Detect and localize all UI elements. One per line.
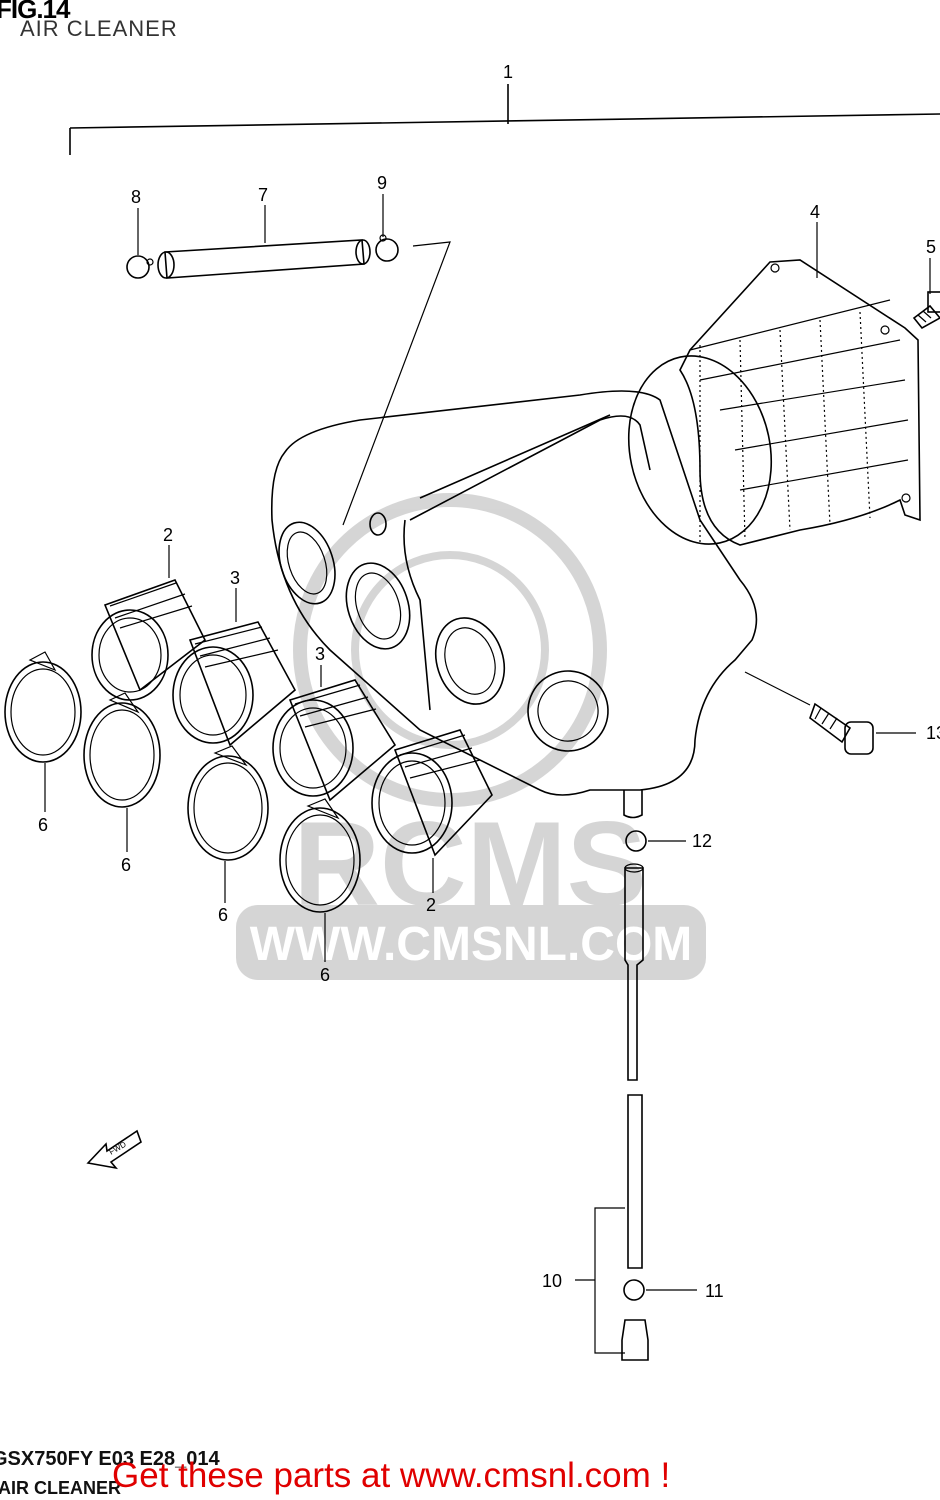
drain-clip-lower (623, 1279, 645, 1301)
intake-boot-3 (272, 679, 397, 802)
fwd-label: FWD (108, 1140, 128, 1157)
intake-boot-2 (172, 621, 297, 747)
callout-13: 13 (926, 723, 940, 743)
watermark-logo-text: RCMS (293, 797, 646, 931)
figure-subtitle: AIR CLEANER (20, 16, 178, 41)
drain-clip-upper (625, 830, 647, 852)
callout-3-lower: 3 (315, 644, 325, 664)
watermark-logo-inner (351, 551, 549, 749)
hose-clip-left (126, 255, 154, 279)
callout-6-second: 6 (121, 855, 131, 875)
drain-plug-cap (621, 1319, 649, 1361)
intake-boot-1 (91, 579, 207, 701)
box-inlet-port-1 (278, 521, 336, 605)
watermark-logo-ring (293, 493, 607, 807)
hose-clamp-2 (83, 692, 161, 808)
callout-8: 8 (131, 187, 141, 207)
watermark: RCMS WWW.CMSNL.COM (236, 493, 706, 980)
air-cleaner-box (270, 390, 758, 819)
intake-boot-4 (371, 729, 493, 857)
hose-clamp-4 (279, 798, 361, 913)
shop-parts-link[interactable]: Get these parts at www.cmsnl.com ! (112, 1456, 671, 1495)
watermark-url-box (236, 905, 706, 980)
callout-3-upper: 3 (230, 568, 240, 588)
air-filter-element (627, 259, 921, 546)
drain-plug-bolt (744, 671, 916, 755)
box-breather-nipple (369, 512, 387, 536)
box-inlet-port-3 (434, 617, 506, 705)
diagram-name: AIR CLEANER (0, 1478, 122, 1498)
callout-2-lower: 2 (426, 895, 436, 915)
callout-4: 4 (810, 202, 820, 222)
box-inlet-port-4 (527, 670, 609, 752)
callout-6-fourth: 6 (320, 965, 330, 985)
callout-7: 7 (258, 185, 268, 205)
callouts: 1 8 7 9 4 5 2 3 3 13 6 12 6 2 6 6 10 11 (38, 62, 940, 1301)
breather-hose (157, 239, 371, 279)
callout-6-third: 6 (218, 905, 228, 925)
box-drain-spigot (623, 790, 643, 819)
hose-routing-line (342, 241, 451, 526)
drain-tube-assembly (575, 830, 697, 1361)
assembly-bracket (69, 84, 940, 155)
box-inlet-port-2 (345, 562, 411, 650)
callout-1: 1 (503, 62, 513, 82)
hose-clamp-3 (187, 745, 269, 861)
callout-2-upper: 2 (163, 525, 173, 545)
callout-10: 10 (542, 1271, 562, 1291)
figure-title: FIG.14 (0, 0, 70, 24)
forward-direction-arrow: FWD (86, 1129, 142, 1170)
callout-11: 11 (705, 1281, 724, 1301)
callout-6-first: 6 (38, 815, 48, 835)
hose-clip-right (375, 234, 399, 262)
callout-9: 9 (377, 173, 387, 193)
watermark-url-text: WWW.CMSNL.COM (250, 918, 693, 971)
hose-clamp-1 (4, 651, 82, 763)
diagram-code: GSX750FY E03 E28_014 (0, 1448, 220, 1470)
callout-5: 5 (926, 237, 936, 257)
filter-screw (912, 291, 940, 330)
leader-lines (44, 194, 931, 962)
callout-12: 12 (692, 831, 712, 851)
